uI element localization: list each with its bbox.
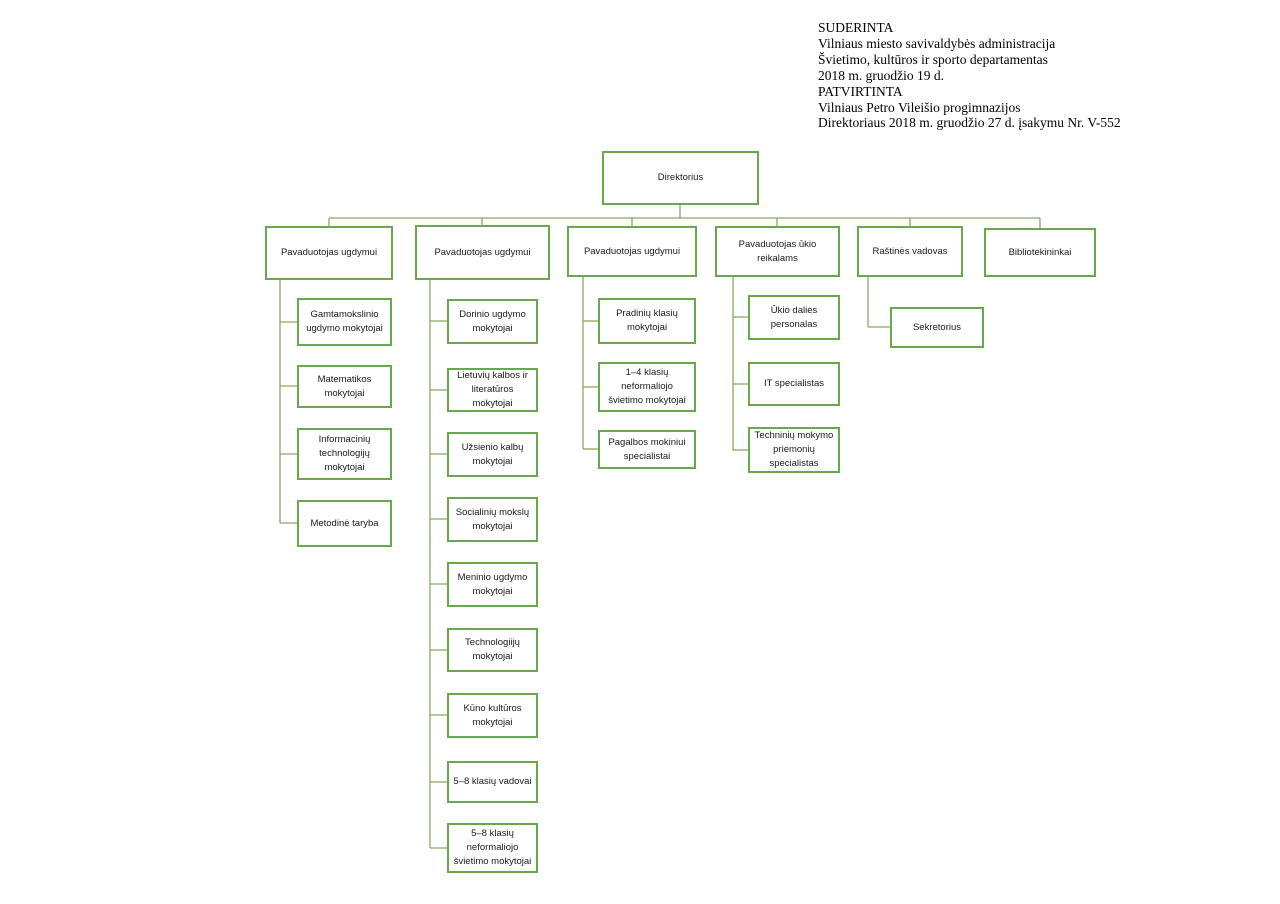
org-node-label: IT specialistas [763,378,824,390]
org-node-pagalbos-mokiniui-specialistai: Pagalbos mokiniui specialistai [598,430,696,469]
org-node-label: Sekretorius [912,321,962,333]
org-node-label: Kūno kultūros mokytojai [463,702,522,728]
org-node-uzsienio-kalbu-mokytojai: Užsienio kalbų mokytojai [447,432,538,477]
org-node-technologiju-mokytojai: Technologiijų mokytojai [447,628,538,672]
org-node-pavaduotojas-ugdymui-3: Pavaduotojas ugdymui [567,226,697,277]
org-node-pavaduotojas-ugdymui-1: Pavaduotojas ugdymui [265,226,393,280]
org-node-ukio-dalies-personalas: Ūkio dalies personalas [748,295,840,340]
org-node-label: Pagalbos mokiniui specialistai [608,436,686,462]
org-node-label: Pavaduotojas ugdymui [583,245,681,257]
org-node-pavaduotojas-ukio-reikalams: Pavaduotojas ūkio reikalams [715,226,840,277]
approval-line: 2018 m. gruodžio 19 d. [818,67,944,83]
org-node-gamtamokslinio-mokytojai: Gamtamokslinio ugdymo mokytojai [297,298,392,346]
org-node-label: Pradinių klasių mokytojai [616,308,678,333]
org-node-1-4-klasiu-neformaliojo-mokytojai: 1–4 klasių neformaliojo švietimo mokytoj… [598,362,696,412]
org-node-pavaduotojas-ugdymui-2: Pavaduotojas ugdymui [415,225,550,280]
org-node-lietuviu-kalbos-mokytojai: Lietuvių kalbos ir literatūros mokytojai [447,368,538,412]
approval-line: PATVIRTINTA [818,83,903,99]
org-node-label: Matematikos mokytojai [317,373,372,399]
org-node-rastines-vadovas: Raštinės vadovas [857,226,963,277]
org-node-label: Meninio ugdymo mokytojai [457,571,528,597]
org-node-pradiniu-klasiu-mokytojai: Pradinių klasių mokytojai [598,298,696,344]
org-node-5-8-klasiu-vadovai: 5–8 klasių vadovai [447,761,538,803]
org-node-sekretorius: Sekretorius [890,307,984,348]
org-node-label: Pavaduotojas ūkio reikalams [738,238,817,264]
org-node-direktorius: Direktorius [602,151,759,205]
org-node-label: Lietuvių kalbos ir literatūros mokytojai [457,370,528,409]
org-node-label: Raštinės vadovas [872,245,948,257]
org-node-label: 5–8 klasių neformaliojo švietimo mokytoj… [453,828,532,867]
org-node-meninio-ugdymo-mokytojai: Meninio ugdymo mokytojai [447,562,538,607]
org-node-label: Ūkio dalies personalas [770,304,818,330]
org-node-label: Informacinių technologijų mokytojai [318,434,371,473]
org-node-label: Dorinio ugdymo mokytojai [459,308,526,334]
org-node-label: Direktorius [657,172,704,184]
org-node-label: Technologiijų mokytojai [465,637,520,662]
approval-line: Vilniaus Petro Vileišio progimnazijos [818,99,1021,115]
org-node-socialiniu-mokslu-mokytojai: Socialinių mokslų mokytojai [447,497,538,542]
org-node-it-specialistas: IT specialistas [748,362,840,406]
org-node-informaciniu-technologiju-mokytojai: Informacinių technologijų mokytojai [297,428,392,480]
approval-line: Direktoriaus 2018 m. gruodžio 27 d. įsak… [818,115,1121,131]
org-node-label: Metodinė taryba [310,517,379,529]
org-node-techniniu-priemoniu-specialistas: Techninių mokymo priemonių specialistas [748,427,840,473]
org-node-matematikos-mokytojai: Matematikos mokytojai [297,365,392,408]
org-node-kuno-kulturos-mokytojai: Kūno kultūros mokytojai [447,693,538,738]
org-node-label: Bibliotekininkai [1008,246,1072,258]
org-node-label: Užsienio kalbų mokytojai [461,441,524,467]
approval-line: Vilniaus miesto savivaldybės administrac… [818,35,1056,51]
org-node-label: 5–8 klasių vadovai [453,776,532,788]
org-node-dorinio-ugdymo-mokytojai: Dorinio ugdymo mokytojai [447,299,538,344]
org-node-label: Socialinių mokslų mokytojai [455,506,530,532]
org-node-label: Techninių mokymo priemonių specialistas [754,430,834,469]
approval-line: SUDERINTA [818,20,894,35]
approval-line: Švietimo, kultūros ir sporto departament… [818,51,1048,67]
org-node-label: Pavaduotojas ugdymui [434,246,531,258]
org-node-label: Gamtamokslinio ugdymo mokytojai [306,309,383,334]
org-node-label: 1–4 klasių neformaliojo švietimo mokytoj… [608,367,686,406]
org-node-5-8-klasiu-neformaliojo-mokytojai: 5–8 klasių neformaliojo švietimo mokytoj… [447,823,538,873]
org-node-bibliotekininkai: Bibliotekininkai [984,228,1096,277]
approval-header: SUDERINTA Vilniaus miesto savivaldybės a… [818,20,1258,131]
org-node-label: Pavaduotojas ugdymui [280,247,378,259]
org-node-metodine-taryba: Metodinė taryba [297,500,392,547]
